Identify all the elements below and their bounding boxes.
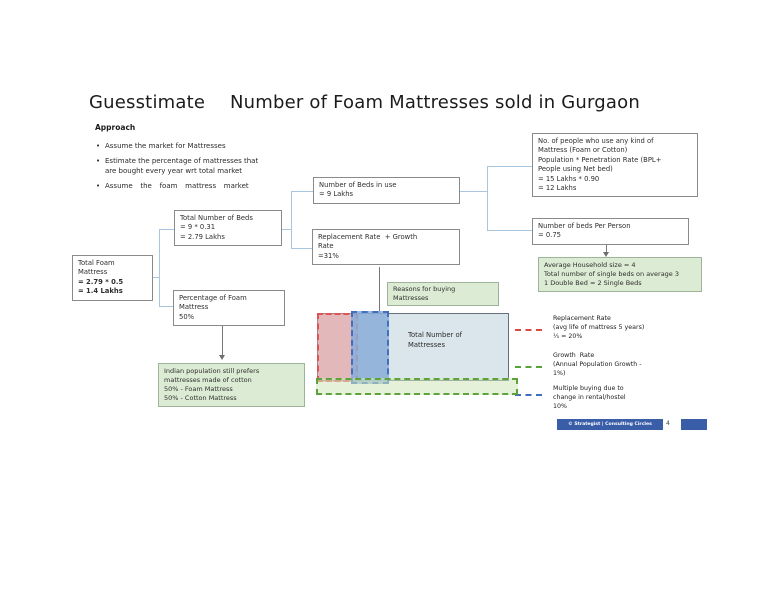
text-line: Replacement Rate + Growth <box>318 233 418 241</box>
text-line: Mattress <box>179 303 209 312</box>
connector-line <box>291 191 292 248</box>
legend-dash-growth <box>515 366 542 368</box>
page-title-left: Guesstimate <box>89 92 206 113</box>
approach-heading: Approach <box>95 123 136 132</box>
legend-replacement-rate: Replacement Rate (avg life of mattress 5… <box>553 314 644 341</box>
text-line: ⅕ = 20% <box>553 333 583 340</box>
connector-line <box>487 166 532 167</box>
connector-line <box>159 229 174 230</box>
connector-line <box>291 248 312 249</box>
connector-line <box>487 166 488 230</box>
text-line: =31% <box>318 251 339 260</box>
bullet-text: Assume the market for Mattresses <box>105 142 226 150</box>
footer-brand-badge: © Strategist | Consulting Circles <box>557 419 663 430</box>
legend-growth-rate: Growth Rate (Annual Population Growth - … <box>553 351 642 378</box>
text-line: Number of beds Per Person <box>538 222 631 230</box>
text-line: Total Number of Beds <box>180 214 253 222</box>
text-line: Total number of single beds on average 3 <box>544 269 679 278</box>
box-total-foam-mattress: Total Foam Mattress = 2.79 * 0.5 = 1.4 L… <box>72 255 153 301</box>
text-line: Total Foam <box>78 259 115 267</box>
connector-line <box>448 191 487 192</box>
text-line: = 12 Lakhs <box>538 183 577 192</box>
bullet-text: Estimate the percentage of mattresses th… <box>105 157 259 165</box>
text-line: Indian population still prefers <box>164 367 260 375</box>
text-line: Total Number of <box>408 331 463 339</box>
text-line: Mattress <box>78 268 108 277</box>
box-percentage-of-foam: Percentage of Foam Mattress 50% <box>173 290 285 327</box>
connector-line <box>159 229 160 306</box>
text-line: Number of Beds in use <box>319 181 397 189</box>
connector-line <box>291 191 313 192</box>
text-line: = 0.75 <box>538 231 561 240</box>
box-beds-per-person: Number of beds Per Person = 0.75 <box>532 218 689 245</box>
box-people-using-mattress: No. of people who use any kind of Mattre… <box>532 133 698 198</box>
text-line: 50% <box>179 312 195 321</box>
text-line: Reasons for buying <box>393 285 456 293</box>
text-line: People using Net bed) <box>538 165 613 174</box>
text-line: Mattresses <box>393 293 429 302</box>
legend-dash-multiple-buying <box>515 394 542 396</box>
text-line: Mattress (Foam or Cotton) <box>538 146 628 155</box>
page-number: 4 <box>666 420 670 427</box>
text-line: = 2.79 Lakhs <box>180 232 225 241</box>
bullet-text: are bought every year wrt total market <box>105 167 243 175</box>
text-line: = 1.4 Lakhs <box>78 287 123 296</box>
bullet-icon: • <box>96 142 101 150</box>
text-line: (avg life of mattress 5 years) <box>553 324 645 331</box>
list-item: • Assume the market for Mattresses <box>96 141 306 151</box>
approach-bullets: • Assume the market for Mattresses • Est… <box>96 141 306 196</box>
text-line: Multiple buying due to <box>553 385 624 392</box>
arrow-line <box>222 322 223 356</box>
text-line: = 9 Lakhs <box>319 190 354 199</box>
text-line: Population * Penetration Rate (BPL+ <box>538 155 662 164</box>
text-line: Rate <box>318 242 334 251</box>
bullet-icon: • <box>96 157 101 165</box>
text-line: 1 Double Bed = 2 Single Beds <box>544 278 642 287</box>
venn-growth-rect <box>316 378 518 395</box>
connector-line <box>159 306 173 307</box>
legend-multiple-buying: Multiple buying due to change in rental/… <box>553 384 626 411</box>
text-line: Average Household size = 4 <box>544 261 636 269</box>
footer-decoration-rect <box>681 419 707 430</box>
arrow-line <box>606 242 607 253</box>
note-reasons-for-buying: Reasons for buying Mattresses <box>387 282 499 306</box>
box-total-number-of-beds: Total Number of Beds = 9 * 0.31 = 2.79 L… <box>174 210 282 247</box>
text-line: Growth Rate <box>553 352 595 359</box>
text-line: = 2.79 * 0.5 <box>78 277 124 286</box>
connector-line <box>487 230 532 231</box>
text-line: Replacement Rate <box>553 315 611 322</box>
bullet-icon: • <box>96 182 101 190</box>
text-line: 10% <box>553 403 567 410</box>
text-line: 1%) <box>553 370 566 377</box>
list-item: • Assume the foam mattress market <box>96 181 306 191</box>
box-number-of-beds-in-use: Number of Beds in use = 9 Lakhs <box>313 177 460 204</box>
note-average-household: Average Household size = 4 Total number … <box>538 257 702 292</box>
legend-dash-replacement <box>515 329 542 331</box>
text-line: = 9 * 0.31 <box>180 223 216 232</box>
text-line: change in rental/hostel <box>553 394 626 401</box>
text-line: 50% - Cotton Mattress <box>164 393 237 402</box>
venn-multiple-buying-rect <box>351 311 389 384</box>
text-line: No. of people who use any kind of <box>538 137 654 145</box>
arrow-down-icon <box>219 355 225 360</box>
list-item: • Estimate the percentage of mattresses … <box>96 156 306 176</box>
text-line: 50% - Foam Mattress <box>164 384 233 393</box>
page-title-right: Number of Foam Mattresses sold in Gurgao… <box>230 92 640 113</box>
text-line: mattresses made of cotton <box>164 375 252 384</box>
connector-line <box>379 267 380 313</box>
text-line: Percentage of Foam <box>179 294 247 302</box>
venn-label: Total Number of Mattresses <box>408 331 462 350</box>
note-cotton-preference: Indian population still prefers mattress… <box>158 363 305 407</box>
arrow-down-icon <box>603 252 609 257</box>
text-line: = 15 Lakhs * 0.90 <box>538 174 600 183</box>
text-line: (Annual Population Growth - <box>553 361 642 368</box>
box-replacement-growth-rate: Replacement Rate + Growth Rate =31% <box>312 229 460 266</box>
bullet-text: Assume the foam mattress market <box>105 182 249 190</box>
text-line: Mattresses <box>408 340 445 349</box>
